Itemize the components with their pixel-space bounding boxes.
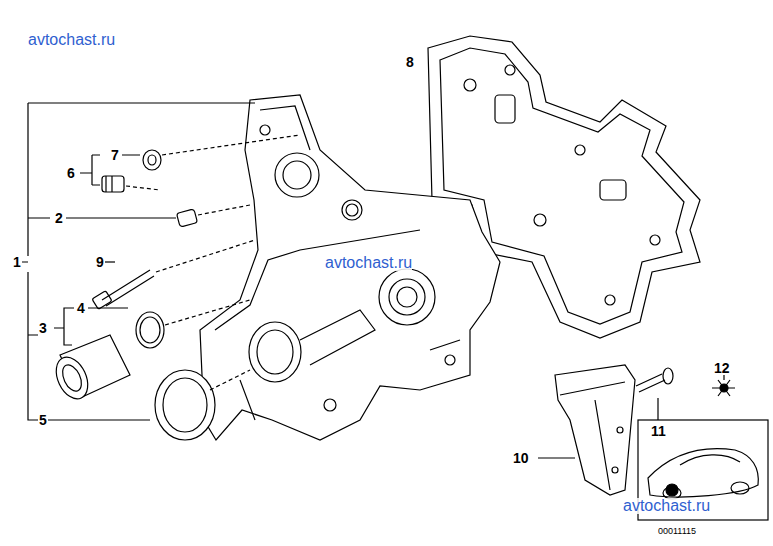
callout-number: 11	[650, 424, 667, 438]
callout-number: 3	[38, 321, 48, 335]
callout-number: 12	[713, 361, 731, 375]
watermark: avtochast.ru	[28, 32, 115, 48]
callout-number: 2	[54, 211, 64, 225]
callout-number: 6	[66, 166, 76, 180]
timing-case-housing	[200, 95, 500, 440]
callout-number: 4	[76, 301, 86, 315]
watermark: avtochast.ru	[623, 498, 710, 514]
callout-number: 10	[512, 451, 530, 465]
callout-number: 7	[110, 148, 120, 162]
callout-number: 8	[405, 55, 415, 69]
callout-number: 9	[95, 255, 105, 269]
watermark: avtochast.ru	[325, 255, 412, 271]
callout-number: 1	[12, 255, 22, 269]
diagram-code: 00011115	[658, 527, 696, 536]
callout-number: 5	[38, 413, 48, 427]
